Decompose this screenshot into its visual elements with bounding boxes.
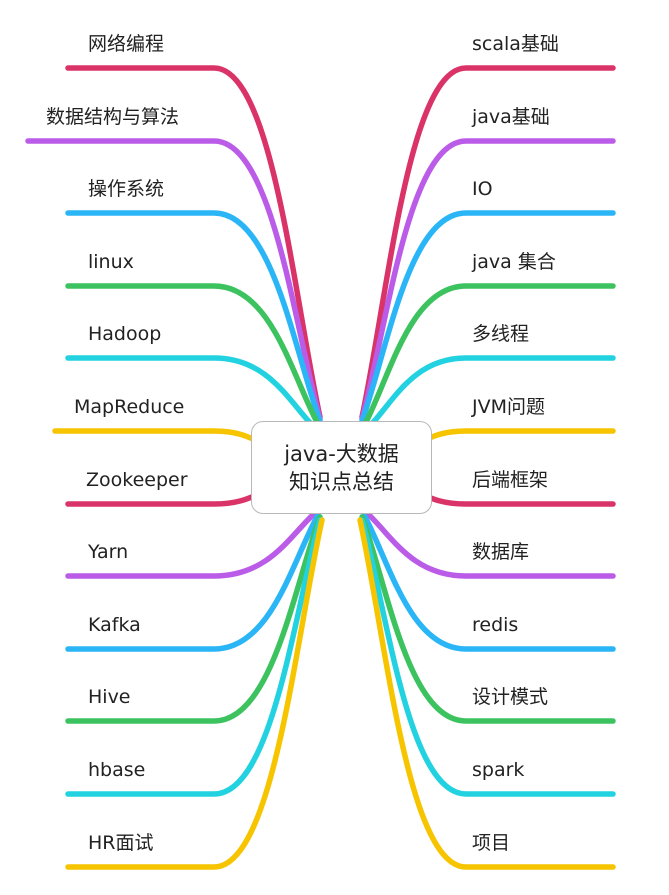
- left-branch-label[interactable]: 网络编程: [88, 33, 165, 55]
- left-branch-label[interactable]: Yarn: [88, 541, 129, 563]
- left-branch-label[interactable]: MapReduce: [74, 396, 185, 418]
- left-branch-connector: [65, 487, 271, 507]
- right-branch-connector: [362, 283, 616, 427]
- left-branch-label[interactable]: Hive: [88, 686, 131, 708]
- right-branch-connector: [409, 428, 616, 449]
- right-branch-connector: [359, 210, 616, 424]
- right-branch-label[interactable]: 数据库: [472, 541, 530, 563]
- right-branch-connector: [361, 512, 616, 652]
- right-branch-label[interactable]: JVM问题: [472, 396, 545, 418]
- left-branch-connector: [65, 65, 323, 420]
- left-branch-connector: [65, 512, 321, 652]
- left-branch-label[interactable]: Hadoop: [88, 323, 162, 345]
- left-branch-connector: [65, 517, 323, 797]
- left-branch-connector: [65, 355, 318, 431]
- right-branch-label[interactable]: 后端框架: [472, 469, 549, 491]
- left-branch-connector: [65, 514, 323, 724]
- right-branch-connector: [363, 509, 616, 579]
- left-branch-label[interactable]: 数据结构与算法: [46, 106, 180, 128]
- left-branch-label[interactable]: HR面试: [88, 832, 154, 854]
- right-branch-connector: [409, 487, 616, 507]
- right-branch-connector: [359, 65, 616, 420]
- right-branch-label[interactable]: java 集合: [472, 251, 556, 273]
- right-branch-label[interactable]: 多线程: [472, 323, 530, 345]
- right-branch-label[interactable]: redis: [472, 614, 519, 636]
- left-branch-connector: [65, 517, 325, 870]
- right-branch-connector: [359, 138, 616, 422]
- left-branch-label[interactable]: 操作系统: [88, 178, 165, 200]
- right-branch-label[interactable]: 项目: [472, 832, 511, 854]
- right-branch-label[interactable]: 设计模式: [472, 686, 549, 708]
- right-branch-connector: [359, 517, 616, 797]
- left-branch-label[interactable]: Zookeeper: [86, 469, 188, 491]
- left-branch-connector: [52, 428, 271, 449]
- left-branch-connector: [25, 138, 323, 422]
- right-branch-connector: [359, 514, 616, 724]
- central-topic-title: java-大数据: [284, 441, 399, 466]
- right-branch-connector: [357, 517, 616, 870]
- left-branch-connector: [65, 283, 321, 427]
- right-branch-label[interactable]: IO: [472, 178, 493, 200]
- left-branch-label[interactable]: linux: [88, 251, 134, 273]
- left-branch-label[interactable]: Kafka: [88, 614, 141, 636]
- left-branch-connector: [65, 509, 319, 579]
- left-branch-connector: [65, 210, 323, 424]
- central-topic-subtitle: 知识点总结: [289, 469, 394, 494]
- left-branch-label[interactable]: hbase: [88, 759, 146, 781]
- central-topic[interactable]: java-大数据 知识点总结: [251, 421, 432, 514]
- right-branch-label[interactable]: scala基础: [472, 33, 559, 55]
- right-branch-connector: [365, 355, 616, 431]
- right-branch-label[interactable]: java基础: [472, 106, 550, 128]
- right-branch-label[interactable]: spark: [472, 759, 525, 781]
